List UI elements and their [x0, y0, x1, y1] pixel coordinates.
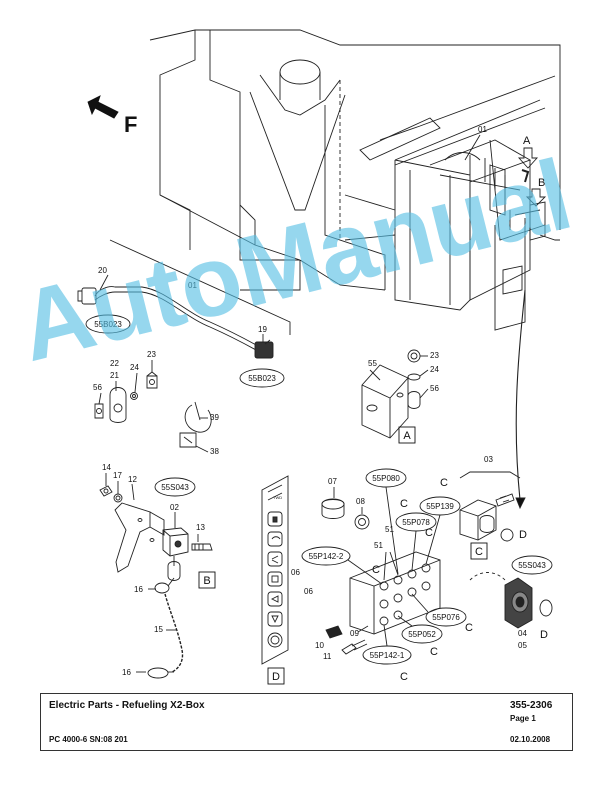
clamp-parts: 22 21 24 23 56	[93, 350, 158, 423]
ref-55p142-1: 55P142-1	[370, 651, 405, 660]
view-letter-a: A	[523, 135, 531, 147]
bracket-a-group: 55 23 24 56 A	[361, 349, 439, 444]
ref-55p139: 55P139	[426, 502, 454, 511]
callout-01-machine: 01	[478, 125, 487, 134]
callout-08: 08	[356, 497, 365, 506]
ref-55s043-left: 55S043	[161, 483, 189, 492]
callout-03: 03	[484, 455, 493, 464]
callout-06-left: 06	[291, 568, 300, 577]
machine-model: PC 4000-6 SN:08 201	[49, 735, 128, 744]
view-arrows: A B	[517, 135, 547, 207]
c-mark-1: C	[400, 498, 408, 510]
ref-55p080: 55P080	[372, 474, 400, 483]
callout-10: 10	[315, 641, 324, 650]
callout-17: 17	[113, 471, 122, 480]
callout-51-left: 51	[374, 541, 383, 550]
callout-06-right: 06	[304, 587, 313, 596]
forward-arrow-icon: F	[87, 95, 137, 137]
ref-55p052: 55P052	[408, 630, 436, 639]
callout-19: 19	[258, 325, 267, 334]
callout-55: 55	[368, 359, 377, 368]
c-mark-4: C	[372, 564, 380, 576]
harness-assembly: 01 20 19 55B023 55B023 01	[77, 125, 487, 388]
c-mark-2: C	[440, 477, 448, 489]
callout-15: 15	[154, 625, 163, 634]
ref-55s043-right: 55S043	[518, 561, 546, 570]
callout-11: 11	[323, 652, 332, 661]
callout-13: 13	[196, 523, 205, 532]
callout-51-top: 51	[385, 525, 394, 534]
callout-23-left: 23	[147, 350, 156, 359]
view-label-a: A	[403, 430, 411, 442]
document-title: Electric Parts - Refueling X2-Box	[49, 700, 205, 711]
view-label-c: C	[475, 546, 483, 558]
callout-16-bottom: 16	[122, 668, 131, 677]
callout-56-left: 56	[93, 383, 102, 392]
c-mark-5: C	[465, 622, 473, 634]
connector-c-group: 03 D C	[459, 455, 527, 560]
callout-56-right: 56	[430, 384, 439, 393]
socket-04-group: 55S043 D 04 05	[469, 555, 553, 650]
callout-24-left: 24	[130, 363, 139, 372]
callout-05: 05	[518, 641, 527, 650]
view-label-d: D	[272, 671, 280, 683]
callout-38: 38	[210, 447, 219, 456]
socket-b-group: 14 17 12 55S043 02 13 B 16 15 16	[99, 463, 216, 679]
document-number: 355-2306	[510, 700, 553, 711]
callout-16-top: 16	[134, 585, 143, 594]
box-holes	[379, 563, 431, 626]
callout-22: 22	[110, 359, 119, 368]
d-mark-2: D	[540, 629, 548, 641]
ref-55b023-right: 55B023	[248, 374, 276, 383]
panel-switch-label: TWD	[273, 495, 282, 500]
c-mark-3: C	[425, 527, 433, 539]
switch-panel-d: TWD 06 06 D	[261, 475, 313, 685]
callout-04: 04	[518, 629, 527, 638]
callout-39: 39	[210, 413, 219, 422]
document-date: 02.10.2008	[510, 735, 551, 744]
junction-box: 07 08 51 51 09 10 11 5	[301, 468, 473, 683]
callout-09: 09	[350, 629, 359, 638]
view-letter-b: B	[538, 177, 545, 189]
clip-parts: 39 38	[179, 401, 219, 456]
machine-frame	[149, 29, 561, 331]
c-mark-6: C	[430, 646, 438, 658]
ref-55p076: 55P076	[432, 613, 460, 622]
ref-55p078: 55P078	[402, 518, 430, 527]
callout-24-right: 24	[430, 365, 439, 374]
c-mark-7: C	[400, 671, 408, 683]
page-number: Page 1	[510, 714, 536, 723]
d-mark-1: D	[519, 529, 527, 541]
callout-12: 12	[128, 475, 137, 484]
callout-02: 02	[170, 503, 179, 512]
direction-label: F	[124, 112, 137, 137]
callout-14: 14	[102, 463, 111, 472]
callout-20: 20	[98, 266, 107, 275]
callout-07: 07	[328, 477, 337, 486]
callout-21: 21	[110, 371, 119, 380]
title-block: Electric Parts - Refueling X2-Box 355-23…	[40, 693, 573, 751]
ref-55b023-left: 55B023	[94, 320, 122, 329]
connector-line	[515, 289, 526, 501]
callout-01-harness: 01	[188, 281, 197, 290]
view-label-b: B	[203, 575, 210, 587]
ref-55p142-2: 55P142-2	[309, 552, 344, 561]
callout-23-right: 23	[430, 351, 439, 360]
